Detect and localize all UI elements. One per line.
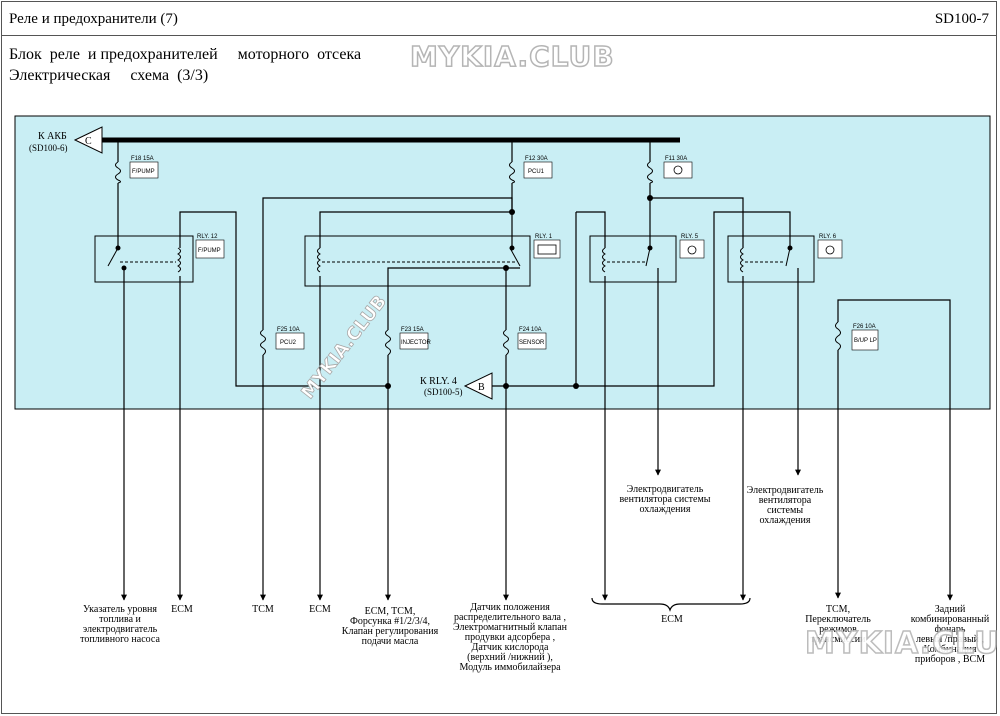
svg-text:RLY. 5: RLY. 5: [681, 234, 699, 240]
connector-b-ref: (SD100-5): [424, 387, 463, 397]
fuse-f18: F18 15A F/PUMP: [129, 156, 159, 179]
svg-text:F24 10A: F24 10A: [519, 327, 542, 333]
svg-text:PCU2: PCU2: [280, 340, 297, 346]
svg-text:F12 30A: F12 30A: [525, 156, 548, 162]
relay-box-rly12: [94, 235, 194, 283]
relay-rly1-label: RLY. 1: [533, 234, 561, 259]
relay-box-rly5: [589, 235, 677, 283]
connector-c: C К АКБ (SD100-6): [29, 126, 103, 154]
svg-text:F25 10A: F25 10A: [277, 327, 300, 333]
fuse-f12: F12 30A PCU1: [523, 156, 553, 179]
fuse-f26: F26 10A B/UP LP: [851, 324, 879, 351]
dest-injectors: ECM, TCM,Форсунка #1/2/3/4,Клапан регули…: [342, 606, 439, 647]
page-code: SD100-7: [934, 11, 989, 27]
fan-icon: [687, 245, 697, 255]
fuse-f23: F23 15A INJECTOR: [399, 327, 432, 350]
fan-icon: [825, 245, 835, 255]
svg-text:RLY. 6: RLY. 6: [819, 234, 837, 240]
engine-icon: [537, 244, 557, 255]
svg-text:INJECTOR: INJECTOR: [401, 340, 432, 346]
relay-rly5-label: RLY. 5: [679, 234, 705, 259]
connector-c-ref: (SD100-6): [29, 143, 68, 153]
page-header: Реле и предохранители (7) SD100-7: [1, 1, 997, 36]
svg-text:F11 30A: F11 30A: [665, 156, 687, 162]
svg-text:B/UP LP: B/UP LP: [854, 338, 877, 344]
dest-ecm-1: ECM: [171, 604, 193, 615]
fuse-f25: F25 10A PCU2: [275, 327, 305, 350]
diagram-title: Блок реле и предохранителей моторного от…: [9, 46, 362, 63]
header-title: Реле и предохранители (7): [9, 11, 178, 27]
svg-text:RLY. 12: RLY. 12: [197, 234, 218, 240]
svg-text:C: C: [85, 136, 92, 147]
watermark-top: MYKIA.CLUB: [409, 39, 615, 74]
svg-text:F/PUMP: F/PUMP: [132, 169, 155, 175]
dest-tcm: TCM: [252, 604, 274, 615]
relay-rly6-label: RLY. 6: [817, 234, 843, 259]
diagram-subtitle: Электрическая схема (3/3): [9, 67, 209, 84]
connector-b-label: К RLY. 4: [420, 376, 457, 387]
dest-ecm-2: ECM: [309, 604, 331, 615]
svg-text:F/PUMP: F/PUMP: [198, 248, 221, 254]
svg-text:F26 10A: F26 10A: [853, 324, 876, 330]
connector-c-label: К АКБ: [38, 131, 67, 142]
svg-text:F18 15A: F18 15A: [131, 156, 154, 162]
relay-box-rly6: [727, 235, 815, 283]
relay-box-rly1: [304, 235, 531, 287]
connector-b: B К RLY. 4 (SD100-5): [420, 372, 493, 400]
fuse-f24: F24 10A SENSOR: [517, 327, 547, 350]
fan-icon: [673, 165, 683, 175]
dest-ecm-3: ECM: [661, 614, 683, 625]
svg-text:SENSOR: SENSOR: [519, 340, 545, 346]
svg-text:RLY. 1: RLY. 1: [535, 234, 553, 240]
fuse-f11: F11 30A: [663, 156, 693, 179]
watermark-bottom: MYKIA.CLUB: [804, 625, 1000, 662]
svg-text:F23 15A: F23 15A: [401, 327, 424, 333]
svg-text:B: B: [478, 382, 485, 393]
svg-text:PCU1: PCU1: [528, 169, 545, 175]
relay-rly12-label: RLY. 12 F/PUMP: [195, 234, 225, 259]
